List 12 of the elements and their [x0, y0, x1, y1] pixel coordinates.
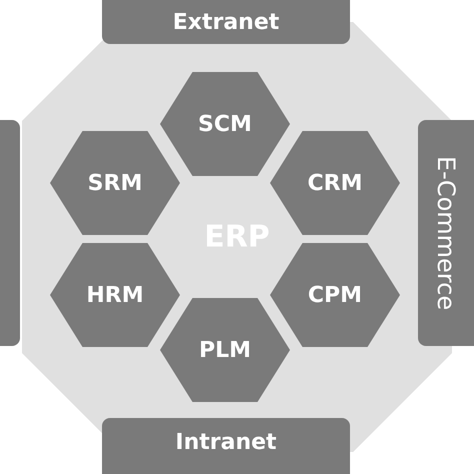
- label: CRM: [308, 170, 362, 196]
- label: PLM: [198, 338, 252, 362]
- side-bar: [418, 120, 474, 346]
- label: E-Commerce: [432, 156, 460, 310]
- tab-bar: [102, 0, 350, 44]
- label: Intranet: [175, 430, 277, 454]
- label: SCM: [198, 112, 252, 136]
- label: CPM: [308, 282, 362, 308]
- label: Extranet: [172, 10, 280, 34]
- tab-bar: [102, 418, 350, 474]
- label: HRM: [86, 282, 144, 308]
- label: SRM: [88, 170, 142, 196]
